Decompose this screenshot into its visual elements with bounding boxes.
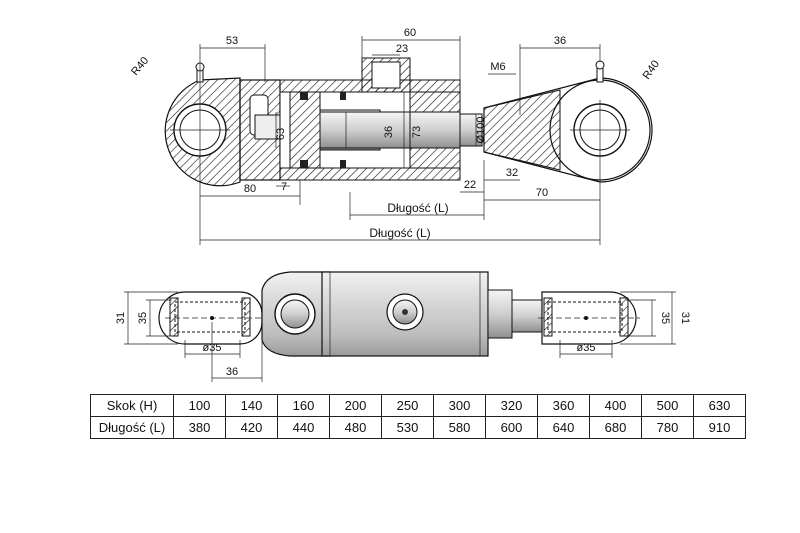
- port-boss: [361, 57, 411, 93]
- dim-phi100: Ø100: [475, 117, 487, 144]
- table-cell: 360: [537, 394, 590, 417]
- table-cell: 140: [225, 394, 278, 417]
- dim-36-rod: 36: [383, 126, 395, 138]
- table-cell: 480: [329, 416, 382, 439]
- table-cell: 160: [277, 394, 330, 417]
- dim-63: 63: [275, 128, 287, 140]
- table-cell: 600: [485, 416, 538, 439]
- table-cell: 680: [589, 416, 642, 439]
- row-header-stroke: Skok (H): [90, 394, 174, 417]
- bottom-dimension-lines: [124, 291, 676, 382]
- table-cell: 500: [641, 394, 694, 417]
- dim-36-left: 36: [226, 366, 238, 378]
- dim-r40-left: R40: [129, 55, 151, 78]
- right-eye-exterior: [538, 291, 640, 345]
- dim-53: 53: [226, 35, 238, 47]
- spec-table: Skok (H) 100 140 160 200 250 300 320 360…: [90, 394, 746, 439]
- cylinder-tube-section: [279, 79, 461, 181]
- table-cell: 910: [693, 416, 746, 439]
- dim-70: 70: [536, 187, 548, 199]
- dim-31-left: 31: [115, 312, 127, 324]
- rod-exterior: [487, 289, 543, 339]
- top-section-view: 53 60 23 36 M6 R40 R40 63 36 73 Ø100 80 …: [129, 27, 662, 245]
- top-dimension-lines: [199, 36, 601, 245]
- table-cell: 200: [329, 394, 382, 417]
- left-eye-section: [164, 77, 241, 187]
- table-cell: 640: [537, 416, 590, 439]
- left-eye-exterior: [158, 291, 263, 345]
- dim-36-top: 36: [554, 35, 566, 47]
- dim-80: 80: [244, 183, 256, 195]
- table-cell: 440: [277, 416, 330, 439]
- dim-73: 73: [411, 126, 423, 138]
- row-header-length: Długość (L): [90, 416, 174, 439]
- dim-22: 22: [464, 179, 476, 191]
- table-cell: 320: [485, 394, 538, 417]
- table-row-length: Długość (L) 380 420 440 480 530 580 600 …: [90, 416, 746, 439]
- table-cell: 300: [433, 394, 486, 417]
- table-cell: 380: [173, 416, 226, 439]
- table-cell: 580: [433, 416, 486, 439]
- rear-end-block: [239, 79, 286, 181]
- table-cell: 400: [589, 394, 642, 417]
- dim-35-left: 35: [137, 312, 149, 324]
- length-label-long: Długość (L): [369, 226, 430, 240]
- table-cell: 420: [225, 416, 278, 439]
- dim-phi35-left: ø35: [203, 342, 222, 354]
- table-cell: 530: [381, 416, 434, 439]
- dim-r40-right: R40: [641, 58, 662, 81]
- length-label-short: Długość (L): [387, 201, 448, 215]
- bottom-exterior-view: 31 35 ø35 36 35 31 ø35: [115, 271, 691, 382]
- dim-23: 23: [396, 43, 408, 55]
- right-grease-nipple-icon: [595, 60, 605, 83]
- table-row-stroke: Skok (H) 100 140 160 200 250 300 320 360…: [90, 394, 746, 417]
- right-eye-section: [483, 77, 653, 183]
- dim-60: 60: [404, 27, 416, 39]
- dim-7: 7: [281, 181, 287, 193]
- table-cell: 250: [381, 394, 434, 417]
- dim-m6: M6: [490, 61, 505, 73]
- dim-32: 32: [506, 167, 518, 179]
- dim-31-right: 31: [679, 312, 691, 324]
- rear-block-exterior: [261, 271, 331, 357]
- cylinder-body-exterior: [321, 271, 489, 357]
- dim-phi35-right: ø35: [577, 342, 596, 354]
- table-cell: 780: [641, 416, 694, 439]
- table-cell: 100: [173, 394, 226, 417]
- dim-35-right: 35: [659, 312, 671, 324]
- table-cell: 630: [693, 394, 746, 417]
